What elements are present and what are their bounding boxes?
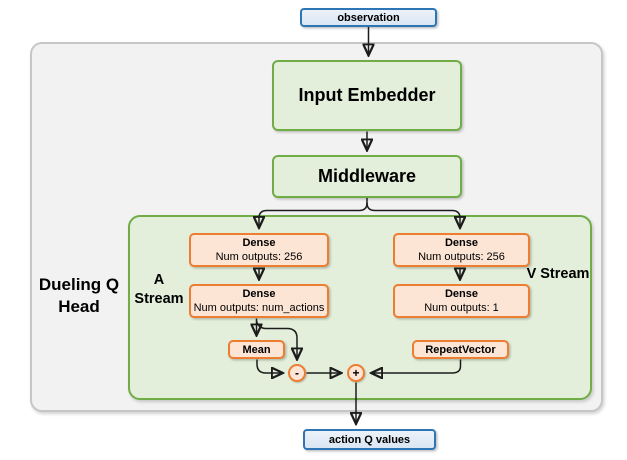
v-stream-label: V Stream bbox=[526, 266, 590, 282]
a-stream-dense2-subtitle: Num outputs: num_actions bbox=[193, 302, 325, 314]
v-stream-dense1-title: Dense bbox=[444, 237, 479, 249]
subtract-operator-node: - bbox=[288, 364, 306, 382]
a-stream-dense2-node: Dense Num outputs: num_actions bbox=[189, 284, 329, 318]
v-stream-dense2-subtitle: Num outputs: 1 bbox=[424, 302, 499, 314]
repeat-vector-node: RepeatVector bbox=[412, 340, 509, 359]
v-stream-dense2-title: Dense bbox=[444, 288, 479, 300]
v-stream-dense2-node: Dense Num outputs: 1 bbox=[393, 284, 530, 318]
action-q-values-node: action Q values bbox=[303, 429, 436, 450]
input-embedder-node: Input Embedder bbox=[272, 60, 462, 131]
observation-node: observation bbox=[300, 8, 437, 27]
a-stream-dense1-node: Dense Num outputs: 256 bbox=[189, 233, 329, 267]
v-stream-dense1-subtitle: Num outputs: 256 bbox=[418, 251, 505, 263]
a-stream-dense2-title: Dense bbox=[242, 288, 276, 300]
mean-node: Mean bbox=[228, 340, 285, 359]
a-stream-dense1-subtitle: Num outputs: 256 bbox=[215, 251, 303, 263]
middleware-node: Middleware bbox=[272, 155, 462, 198]
add-operator-node: + bbox=[347, 364, 365, 382]
v-stream-dense1-node: Dense Num outputs: 256 bbox=[393, 233, 530, 267]
a-stream-dense1-title: Dense bbox=[242, 237, 276, 249]
dueling-q-head-label: Dueling Q Head bbox=[38, 275, 120, 316]
a-stream-label: A Stream bbox=[134, 272, 184, 307]
